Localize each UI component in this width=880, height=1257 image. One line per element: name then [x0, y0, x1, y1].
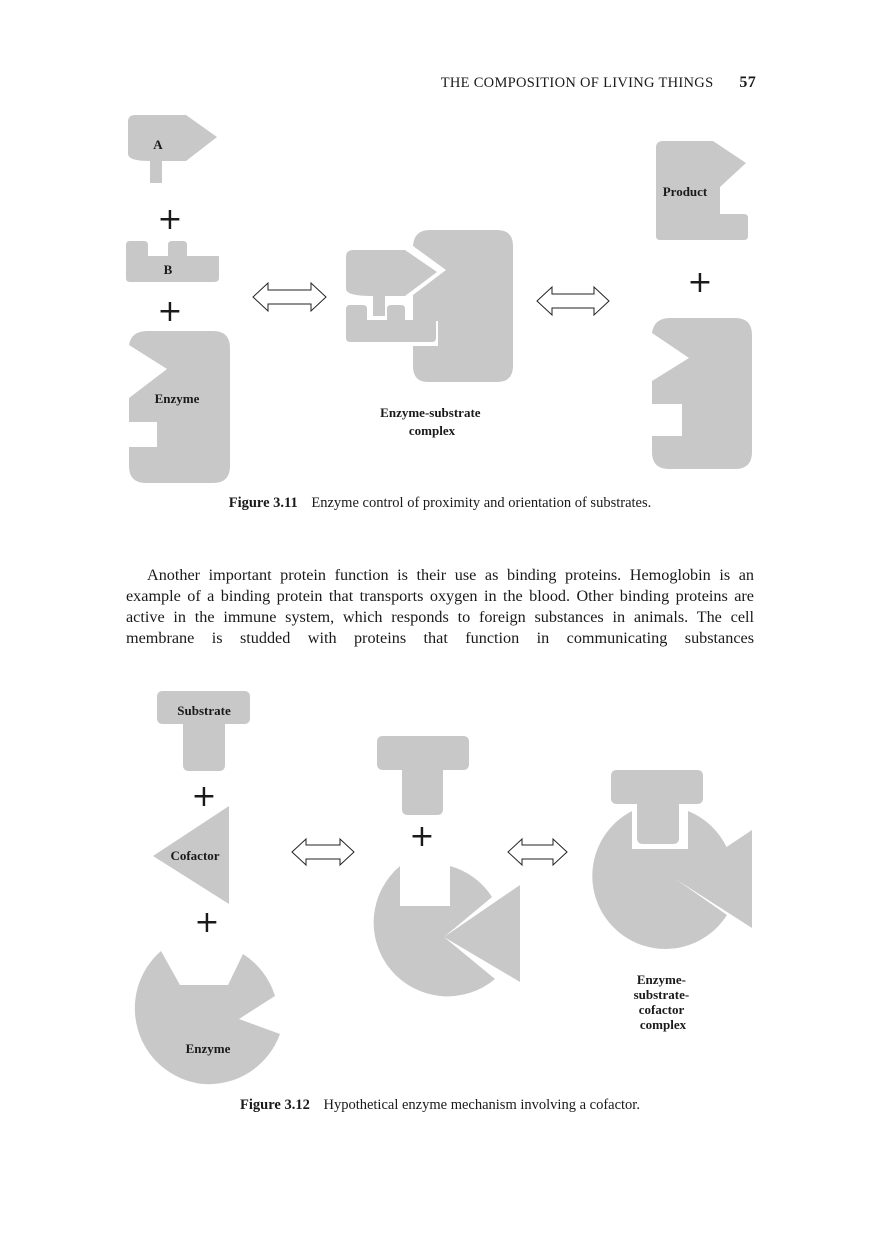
complex-substrate-b-shape [346, 305, 436, 342]
running-header-title: THE COMPOSITION OF LIVING THINGS [440, 75, 714, 91]
complex-label-line2: complex [409, 423, 456, 438]
plus-sign: + [157, 294, 182, 329]
free-enzyme-shape [652, 318, 752, 469]
enzyme-shape [129, 331, 230, 483]
complex-label-line4: complex [640, 1017, 687, 1032]
middle-enzyme-shape [373, 866, 495, 997]
enzyme-label: Enzyme [186, 1041, 231, 1056]
plus-sign: + [409, 819, 434, 854]
double-arrow-icon [536, 285, 610, 317]
substrate-b-label: B [164, 262, 173, 277]
substrate-a-label: A [153, 137, 163, 152]
complex-substrate-shape [611, 770, 703, 844]
product-label: Product [663, 184, 708, 199]
substrate-b-shape [126, 241, 219, 282]
cofactor-label: Cofactor [170, 848, 219, 863]
page-number: 57 [739, 74, 756, 91]
plus-sign: + [157, 202, 182, 237]
body-paragraph: Another important protein function is th… [126, 565, 754, 649]
substrate-shape [157, 691, 250, 771]
double-arrow-icon [291, 837, 355, 867]
double-arrow-icon [507, 837, 568, 867]
figure-3-11-diagram: A + B + Enzyme Enzyme-substrate complex … [126, 115, 752, 483]
figure-3-12-caption-text: Hypothetical enzyme mechanism involving … [323, 1097, 640, 1113]
middle-cofactor-shape [444, 885, 520, 982]
substrate-label: Substrate [177, 703, 231, 718]
complex-cofactor-shape [677, 830, 752, 928]
figure-3-12-caption: Figure 3.12 Hypothetical enzyme mechanis… [0, 1097, 880, 1114]
plus-sign: + [191, 779, 216, 814]
complex-label-line3: cofactor [639, 1002, 685, 1017]
complex-label: Enzyme- substrate- cofactor complex [634, 972, 693, 1032]
product-shape [656, 141, 748, 240]
plus-sign: + [687, 265, 712, 300]
plus-sign: + [194, 905, 219, 940]
figure-3-12-diagram: Substrate + Cofactor + Enzyme + Enzyme- … [134, 691, 752, 1085]
complex-substrate-a-shape [346, 250, 437, 316]
figure-3-11-caption-label: Figure 3.11 [228, 495, 298, 511]
double-arrow-icon [252, 281, 327, 313]
complex-label-line2: substrate- [634, 987, 690, 1002]
complex-enzyme-shape [592, 811, 727, 949]
complex-enzyme-shape [413, 230, 513, 382]
enzyme-label: Enzyme [155, 391, 200, 406]
substrate-a-shape [128, 115, 217, 183]
middle-substrate-shape [377, 736, 469, 815]
complex-label: Enzyme-substrate complex [380, 405, 484, 438]
enzyme-shape [134, 951, 280, 1085]
complex-label-line1: Enzyme- [637, 972, 686, 987]
figure-3-11-caption-text: Enzyme control of proximity and orientat… [311, 495, 652, 511]
figure-3-12-caption-label: Figure 3.12 [240, 1097, 310, 1113]
complex-label-line1: Enzyme-substrate [380, 405, 481, 420]
cofactor-shape [153, 806, 229, 904]
figure-3-11-caption: Figure 3.11 Enzyme control of proximity … [0, 495, 880, 512]
body-paragraph-text: Another important protein function is th… [126, 566, 754, 647]
running-header: THE COMPOSITION OF LIVING THINGS 57 [441, 74, 756, 92]
